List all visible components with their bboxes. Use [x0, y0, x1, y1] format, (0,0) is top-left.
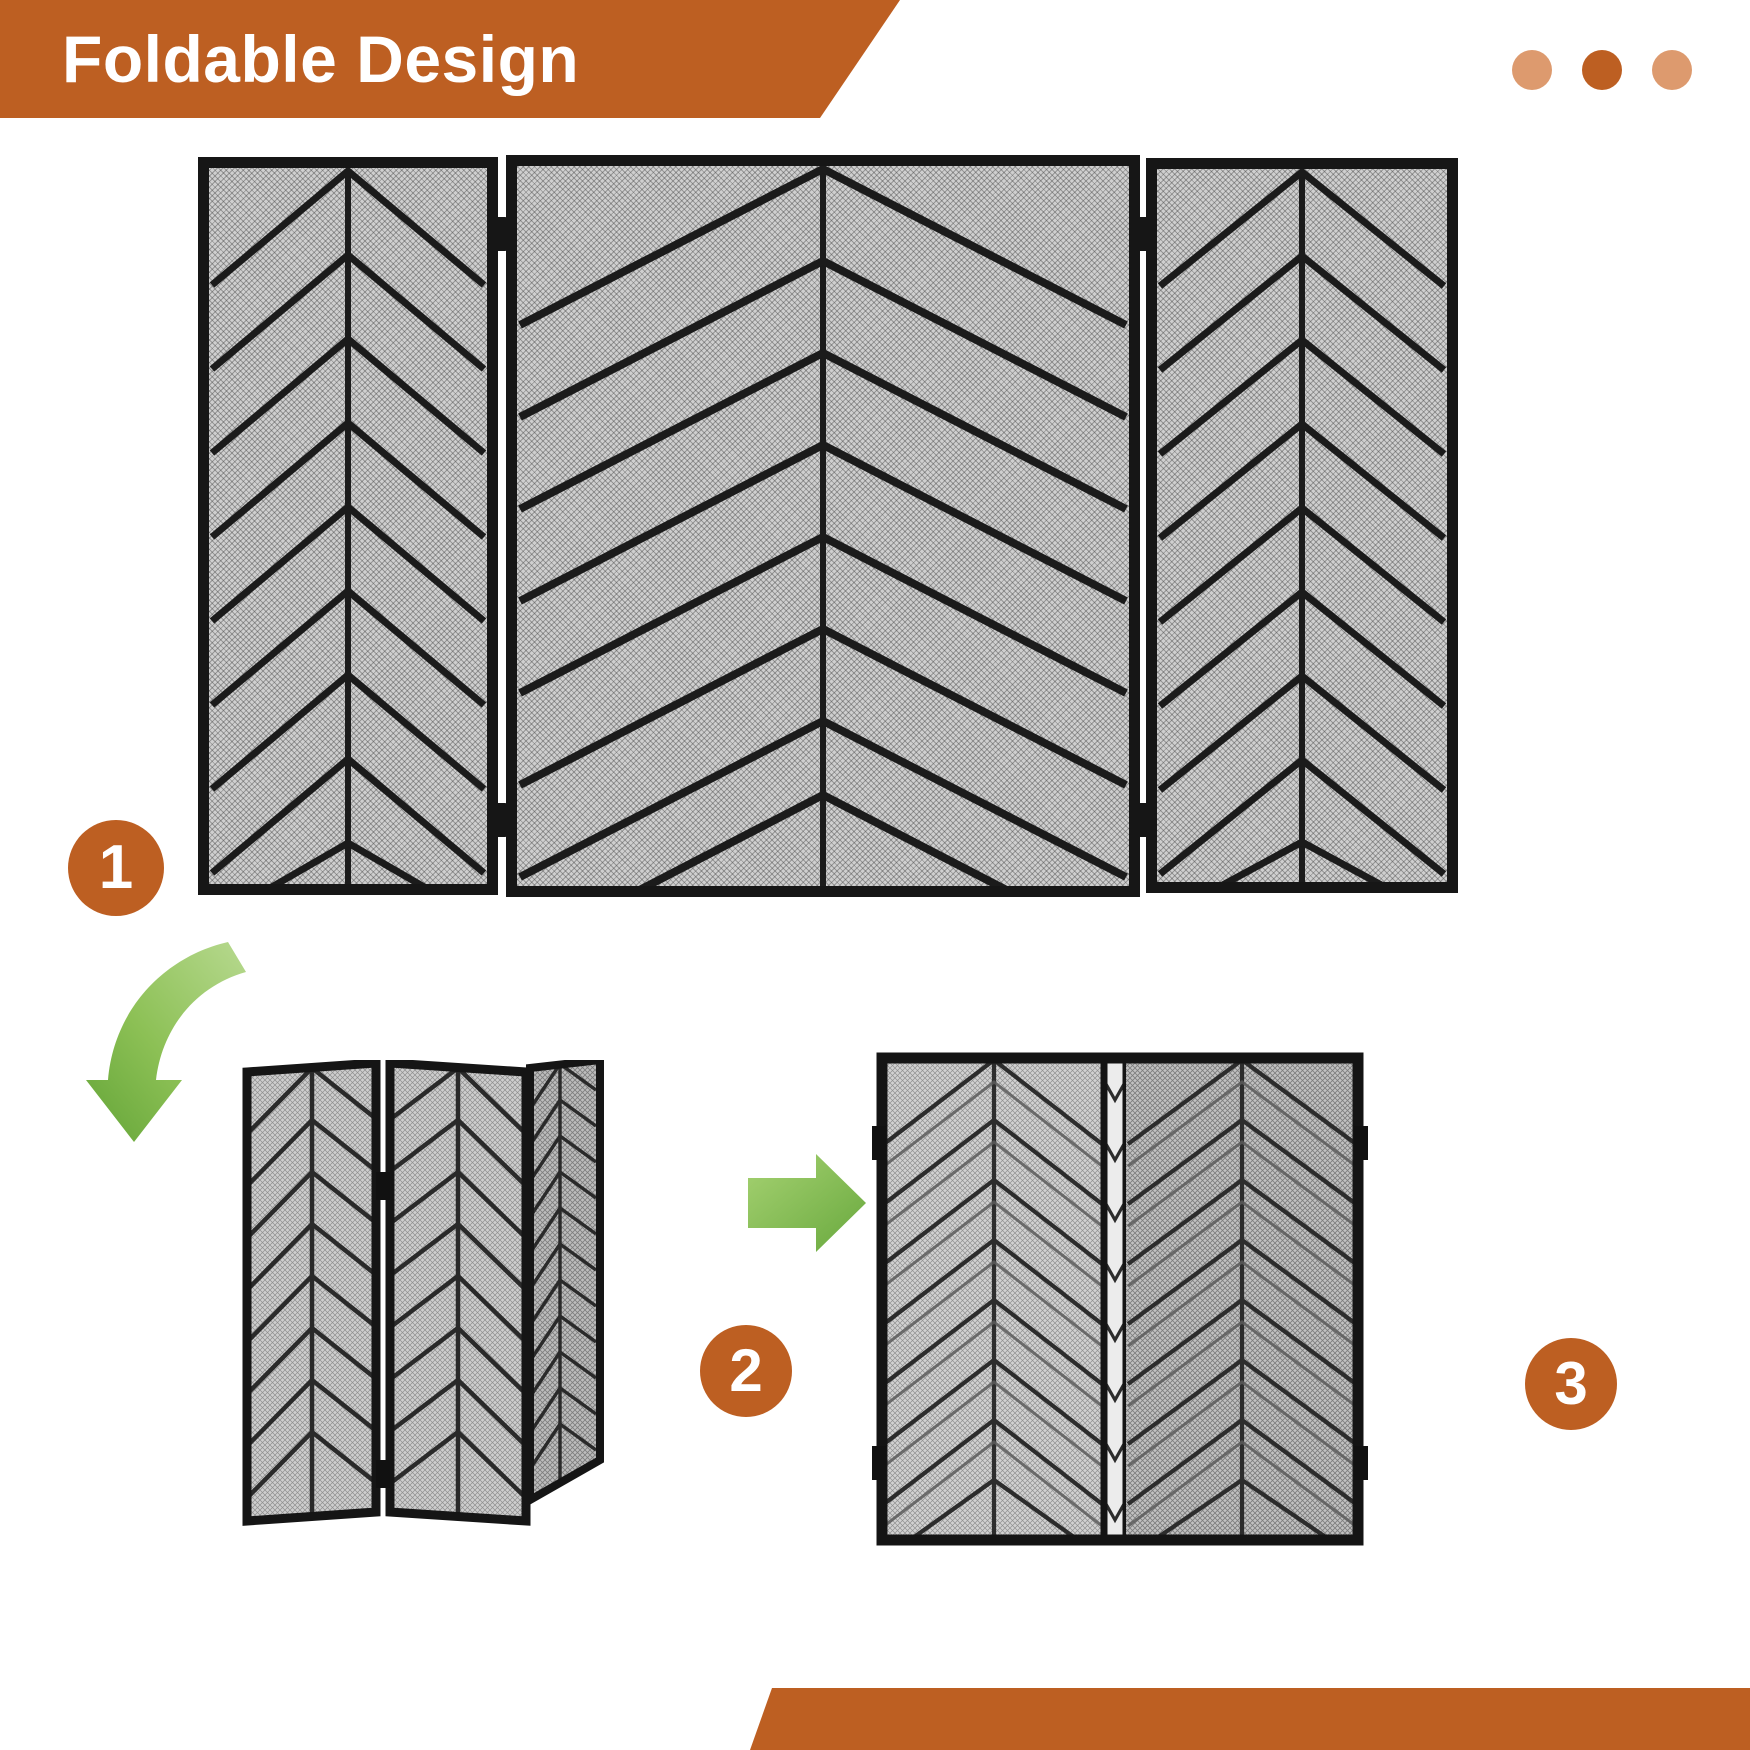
screen-panel-middle	[506, 155, 1140, 897]
hinge-left-upper	[872, 1126, 886, 1160]
partially-folded-illustration	[242, 1055, 604, 1526]
header-banner: Foldable Design	[0, 0, 900, 118]
dot-left-icon	[1512, 50, 1552, 90]
hinge-lower	[376, 1460, 390, 1488]
screen-panel-left	[198, 157, 498, 895]
curved-down-left-arrow-icon	[86, 942, 246, 1142]
step-badge-2: 2	[700, 1325, 792, 1417]
right-arrow-icon	[748, 1154, 866, 1252]
footer-bar	[750, 1688, 1750, 1750]
chevron-pattern-middle	[518, 164, 1128, 897]
dot-center-icon	[1582, 50, 1622, 90]
step-badge-1-label: 1	[98, 833, 134, 902]
product-partially-folded-screen	[240, 1055, 680, 1530]
step-badge-2-label: 2	[729, 1337, 763, 1404]
page-title: Foldable Design	[62, 22, 580, 96]
chevron-pattern-right	[1157, 167, 1447, 893]
hinge-right-lower	[1354, 1446, 1368, 1480]
fully-folded-illustration	[872, 1052, 1368, 1546]
step-badge-3: 3	[1525, 1338, 1617, 1430]
chevron-pattern-left	[209, 166, 487, 895]
decorative-dots	[1512, 50, 1692, 90]
hinge-upper	[376, 1172, 390, 1200]
product-fully-folded-screen	[870, 1048, 1370, 1548]
hinge-left	[494, 217, 508, 251]
step-badge-3-label: 3	[1554, 1350, 1588, 1417]
hinge-right-upper	[1354, 1126, 1368, 1160]
screen-panel-right	[1146, 158, 1458, 893]
hinge-right	[1136, 217, 1150, 251]
dot-right-icon	[1652, 50, 1692, 90]
hinge-right-lower	[1136, 803, 1150, 837]
step-badge-1: 1	[68, 820, 164, 916]
hinge-left-lower	[872, 1446, 886, 1480]
product-open-screen	[198, 155, 1458, 897]
hinge-left-lower	[494, 803, 508, 837]
